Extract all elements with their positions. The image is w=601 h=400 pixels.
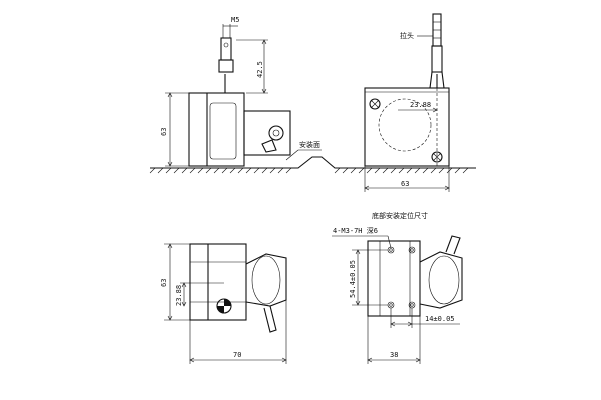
side-view	[364, 13, 450, 192]
label-pull-head: 拉头	[400, 31, 414, 40]
top-view	[164, 243, 287, 364]
label-m5: M5	[231, 16, 239, 24]
dim-14: 14±0.05	[425, 315, 455, 323]
dim-63-bottom: 63	[401, 180, 409, 188]
dim-63-front: 63	[160, 128, 168, 136]
dim-23-88-left: 23.88	[175, 285, 183, 306]
dim-63-left: 63	[160, 279, 168, 287]
hole-callout: 4-M3-7H 深6	[333, 226, 378, 235]
front-view	[149, 24, 476, 174]
dim-23-88-top: 23.88	[410, 101, 431, 109]
dim-42-5: 42.5	[256, 61, 264, 78]
dim-54-4: 54.4±0.05	[349, 260, 357, 298]
dim-70: 70	[233, 351, 241, 359]
bottom-mounting-title: 底部安装定位尺寸	[372, 211, 428, 220]
bottom-mounting-view	[332, 235, 463, 364]
dim-38: 38	[390, 351, 398, 359]
label-mounting-surface: 安装面	[299, 140, 320, 149]
